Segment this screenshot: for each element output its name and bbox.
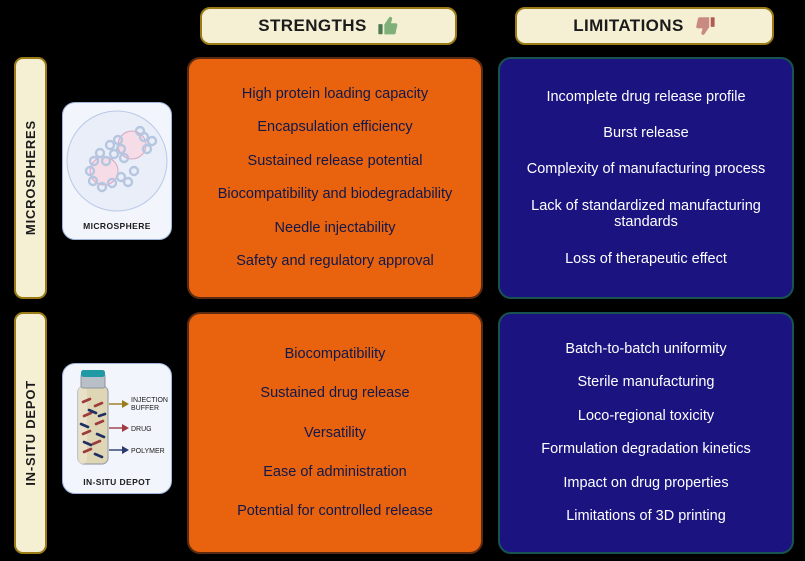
list-item: Impact on drug properties bbox=[563, 474, 729, 491]
list-item: Sustained release potential bbox=[247, 152, 423, 169]
list-item: High protein loading capacity bbox=[241, 85, 429, 102]
list-item: Limitations of 3D printing bbox=[566, 508, 726, 525]
list-item: Versatility bbox=[303, 424, 367, 441]
list-item: Potential for controlled release bbox=[237, 502, 433, 519]
panel-microspheres-limitations: Incomplete drug release profile Burst re… bbox=[498, 57, 794, 299]
panel-in-situ-depot-limitations: Batch-to-batch uniformity Sterile manufa… bbox=[498, 312, 794, 554]
legend-drug: DRUG bbox=[131, 426, 152, 433]
list-item: Sterile manufacturing bbox=[577, 374, 715, 391]
list-item: Biocompatibility and biodegradability bbox=[217, 186, 453, 203]
list-item: Sustained drug release bbox=[260, 385, 410, 402]
legend-injection-buffer-line2: BUFFER bbox=[131, 405, 159, 412]
panel-microspheres-strengths: High protein loading capacity Encapsulat… bbox=[187, 57, 483, 299]
illustration-card-microsphere: MICROSPHERE bbox=[62, 102, 172, 240]
list-item: Burst release bbox=[603, 124, 689, 141]
list-item: Formulation degradation kinetics bbox=[541, 441, 751, 458]
in-situ-depot-caption: IN-SITU DEPOT bbox=[83, 477, 151, 487]
vial-diagram-icon: INJECTION BUFFER DRUG POLYMER bbox=[77, 370, 168, 465]
illustration-card-in-situ-depot: INJECTION BUFFER DRUG POLYMER IN-SITU DE… bbox=[62, 363, 172, 494]
header-strengths: STRENGTHS bbox=[200, 7, 457, 45]
list-item: Complexity of manufacturing process bbox=[526, 161, 766, 178]
thumbs-down-icon bbox=[695, 17, 715, 35]
list-item: Lack of standardized manufacturing stand… bbox=[531, 197, 761, 231]
list-item: Loco-regional toxicity bbox=[577, 407, 715, 424]
list-item: Batch-to-batch uniformity bbox=[565, 340, 727, 357]
legend-polymer: POLYMER bbox=[131, 448, 165, 455]
list-item: Incomplete drug release profile bbox=[546, 88, 746, 105]
list-item: Encapsulation efficiency bbox=[257, 119, 413, 136]
list-item: Needle injectability bbox=[274, 219, 396, 236]
microsphere-diagram-icon bbox=[66, 110, 168, 212]
list-item: Ease of administration bbox=[263, 463, 407, 480]
header-limitations: LIMITATIONS bbox=[515, 7, 774, 45]
thumbs-up-icon bbox=[378, 16, 398, 35]
list-item: Biocompatibility bbox=[284, 346, 386, 363]
header-strengths-label: STRENGTHS bbox=[258, 16, 367, 35]
legend-injection-buffer-line1: INJECTION bbox=[131, 397, 168, 404]
microsphere-caption: MICROSPHERE bbox=[83, 221, 151, 231]
list-item: Loss of therapeutic effect bbox=[565, 250, 727, 267]
row-label-microspheres-text: MICROSPHERES bbox=[23, 120, 38, 236]
row-label-in-situ-depot-text: IN-SITU DEPOT bbox=[23, 380, 38, 486]
list-item: Safety and regulatory approval bbox=[236, 253, 434, 270]
row-label-in-situ-depot: IN-SITU DEPOT bbox=[14, 312, 47, 554]
row-label-microspheres: MICROSPHERES bbox=[14, 57, 47, 299]
panel-in-situ-depot-strengths: Biocompatibility Sustained drug release … bbox=[187, 312, 483, 554]
header-limitations-label: LIMITATIONS bbox=[573, 16, 684, 35]
